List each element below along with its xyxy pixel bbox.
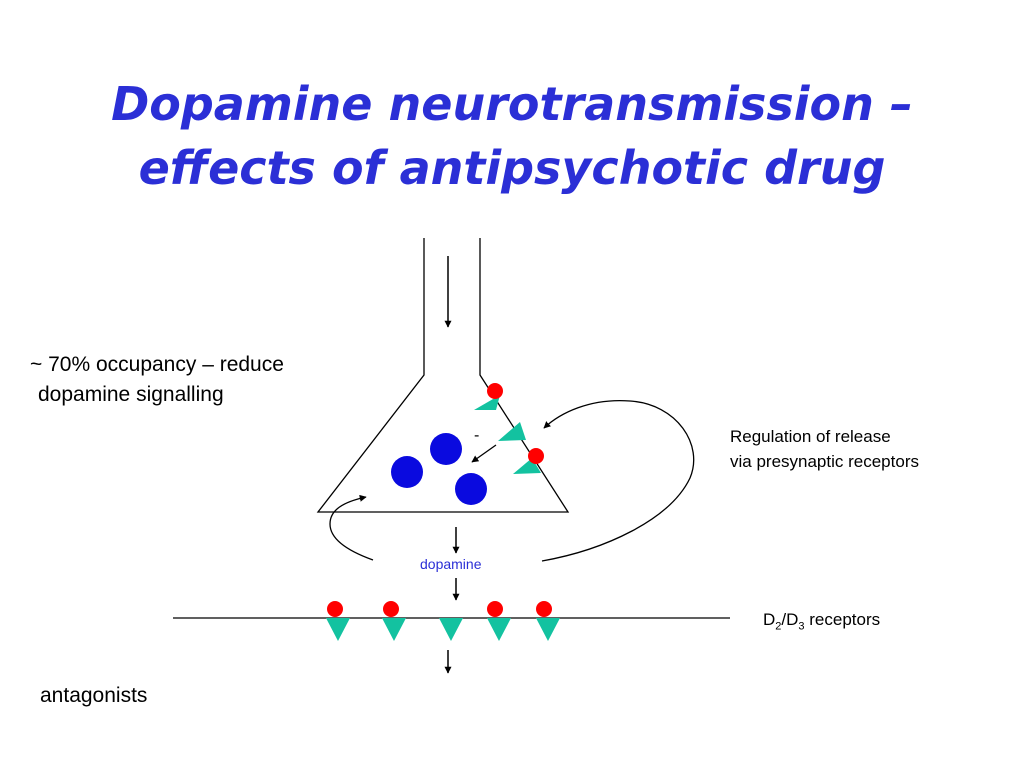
inhibition-sign: - [474, 427, 480, 444]
dopamine-label: dopamine [420, 556, 482, 572]
receptor-label-slash: /D [781, 610, 799, 629]
receptor-label-d: D [763, 610, 776, 629]
receptor-label-suffix: receptors [804, 610, 881, 629]
antagonist-molecule [383, 601, 399, 617]
antagonist-molecule [487, 601, 503, 617]
vesicle [391, 456, 423, 488]
regulation-line-2: via presynaptic receptors [730, 452, 919, 471]
antagonists-label: antagonists [40, 684, 148, 707]
antagonist-molecule [327, 601, 343, 617]
occupancy-line-2: dopamine signalling [38, 383, 224, 406]
feedback-arrow [541, 399, 695, 562]
antagonist-molecule [528, 448, 544, 464]
reuptake-arrow [329, 494, 374, 561]
title-line-2: effects of antipsychotic drug [138, 141, 886, 195]
receptor-label: D2/D3 receptors [763, 608, 880, 632]
vesicle [430, 433, 462, 465]
occupancy-annotation: ~ 70% occupancy – reduce dopamine signal… [30, 350, 284, 410]
vesicle [455, 473, 487, 505]
postsynaptic-receptor [439, 618, 463, 641]
antagonist-molecule [487, 383, 503, 399]
regulation-line-1: Regulation of release [730, 427, 891, 446]
receptor-subscript-3: 3 [798, 620, 805, 633]
occupancy-line-1: ~ 70% occupancy – reduce [30, 353, 284, 376]
antagonist-molecule [536, 601, 552, 617]
receptor-subscript-2: 2 [775, 620, 782, 633]
postsynaptic-receptor [326, 618, 350, 641]
postsynaptic-receptor [487, 618, 511, 641]
presynaptic-terminal-outline [316, 238, 570, 513]
presynaptic-receptor [498, 422, 526, 441]
title-line-1: Dopamine neurotransmission – [111, 77, 913, 131]
postsynaptic-receptor [382, 618, 406, 641]
postsynaptic-receptor [536, 618, 560, 641]
regulation-annotation: Regulation of release via presynaptic re… [730, 424, 919, 474]
page-title: Dopamine neurotransmission – effects of … [0, 72, 1024, 200]
inhibition-arrow [471, 444, 497, 463]
